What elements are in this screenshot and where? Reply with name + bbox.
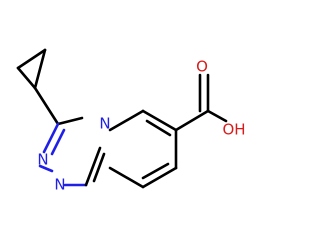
molecule-drawing: N N N O OH (16, 48, 246, 194)
hydroxyl-bond (206, 109, 228, 123)
cyclopropyl-bond (16, 48, 47, 70)
cyclopropyl-bond (33, 48, 47, 90)
c6-carboxyl-bond (174, 109, 210, 132)
cyclopropyl-triazole-bond (33, 86, 60, 126)
n2-n1-bond (38, 164, 54, 173)
c3-n4-bond (56, 116, 84, 126)
cyclopropyl-bond (16, 66, 37, 90)
c3-n2-double-bond (42, 122, 60, 154)
n4-c5-bond (108, 109, 145, 132)
c8a-n4-bond (84, 146, 102, 187)
atom-label-n-upper: N (37, 151, 48, 169)
c7-c8-double-bond (141, 166, 178, 189)
c5-c6-double-bond (141, 109, 178, 132)
atom-label-n-bridge: N (99, 115, 110, 133)
atom-label-o-hydroxyl: OH (222, 121, 245, 139)
c8-c8a-bond (108, 166, 145, 189)
c3-n2-double-bond-inner (50, 128, 66, 156)
c8a-n4-double-bond-inner (92, 152, 106, 183)
c5-c6-double-bond-inner (145, 119, 172, 137)
c7-c8-double-bond-inner (141, 162, 170, 180)
atom-label-o-carbonyl: O (196, 58, 208, 76)
structure-canvas: N N N O OH (16, 48, 246, 194)
atom-label-n-lower: N (54, 176, 65, 194)
